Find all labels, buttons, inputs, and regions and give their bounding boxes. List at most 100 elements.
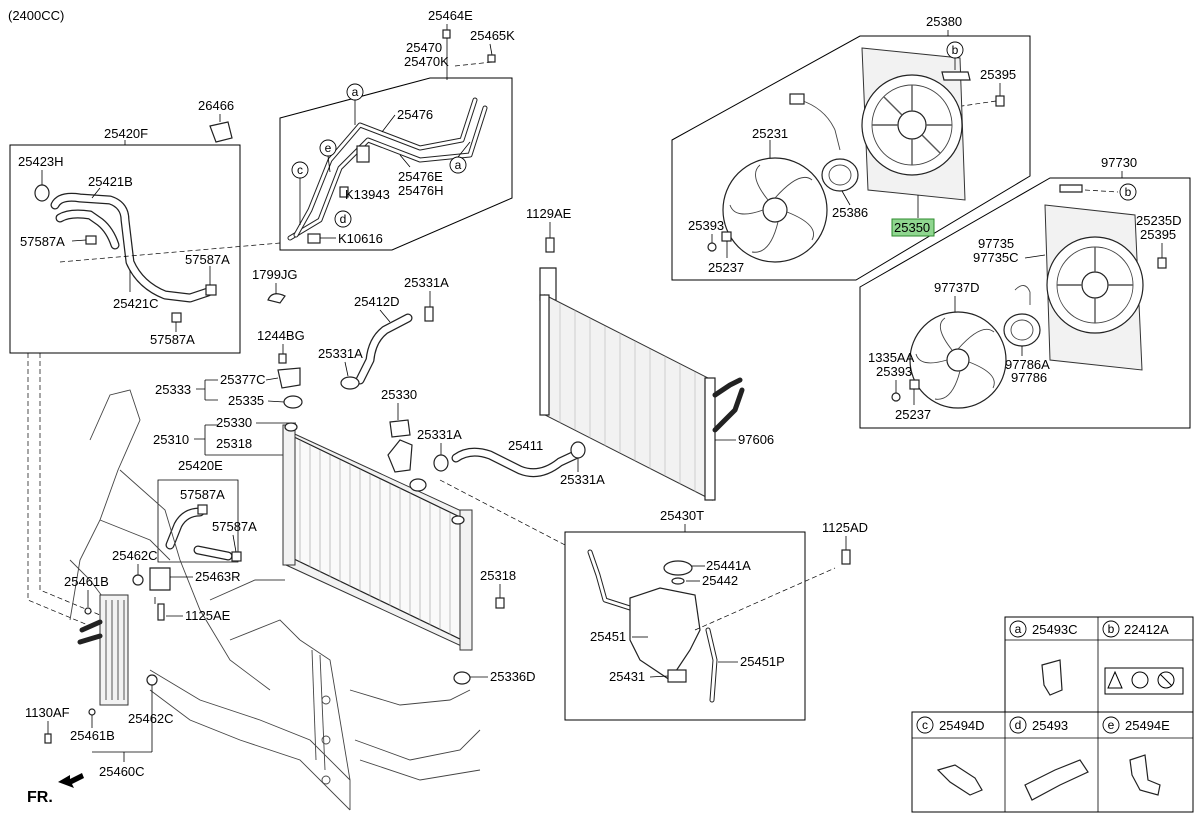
part-label[interactable]: 25462C [112, 548, 158, 563]
part-label[interactable]: 25412D [354, 294, 400, 309]
bolt-1125AD: 1125AD [822, 520, 868, 565]
part-label[interactable]: 25330 [216, 415, 252, 430]
part-label[interactable]: 1244BG [257, 328, 305, 343]
part-label[interactable]: 1335AA [868, 350, 915, 365]
part-label[interactable]: 1125AD [822, 520, 868, 535]
part-label[interactable]: 25330 [381, 387, 417, 402]
part-label[interactable]: 97786A [1005, 357, 1050, 372]
part-label[interactable]: 25393 [688, 218, 724, 233]
highlighted-part-label[interactable]: 25350 [894, 220, 930, 235]
part-label[interactable]: 25421C [113, 296, 159, 311]
part-label[interactable]: 97786 [1011, 370, 1047, 385]
part-label[interactable]: 25333 [155, 382, 191, 397]
part-label[interactable]: 25420E [178, 458, 223, 473]
part-label[interactable]: 97735C [973, 250, 1019, 265]
part-label[interactable]: 97606 [738, 432, 774, 447]
part-label[interactable]: 97737D [934, 280, 980, 295]
part-label[interactable]: 25393 [876, 364, 912, 379]
clip-26466: 26466 [198, 98, 234, 143]
part-label[interactable]: 57587A [150, 332, 195, 347]
warning-label-icon [1104, 667, 1184, 695]
part-label[interactable]: 25335 [228, 393, 264, 408]
part-label[interactable]: 25386 [832, 205, 868, 220]
front-direction-label: FR. [27, 789, 53, 806]
part-label[interactable]: 25237 [895, 407, 931, 422]
part-label[interactable]: 25421B [88, 174, 133, 189]
part-label[interactable]: 1129AE [526, 206, 572, 221]
part-label[interactable]: 57587A [20, 234, 65, 249]
part-label[interactable]: 25476H [398, 183, 444, 198]
part-label[interactable]: 25331A [318, 346, 363, 361]
highlighted-part-box[interactable] [891, 218, 935, 237]
part-label[interactable]: 25331A [560, 472, 605, 487]
part-label[interactable]: 25331A [417, 427, 462, 442]
hose-group-25420F: 25420F 25423H 25421B 57587A 57587A 25421… [9, 126, 241, 354]
part-label[interactable]: 25461B [64, 574, 109, 589]
labels-radiator-mounts: 1799JG 1244BG 25333 25377C 25335 25310 2… [153, 267, 305, 456]
clamp-part [171, 312, 182, 323]
legend-letter: e [1108, 718, 1115, 732]
callout-e: e [325, 141, 332, 155]
legend-letter: b [1108, 622, 1115, 636]
part-label[interactable]: 25463R [195, 569, 241, 584]
part-label[interactable]: 25451 [590, 629, 626, 644]
part-label[interactable]: 25318 [216, 436, 252, 451]
part-label[interactable]: 25237 [708, 260, 744, 275]
part-label[interactable]: 25465K [470, 28, 515, 43]
part-label[interactable]: 25411 [508, 438, 543, 453]
part-label[interactable]: 25470 [406, 40, 442, 55]
part-label[interactable]: 97735 [978, 236, 1014, 251]
part-label[interactable]: 25395 [980, 67, 1016, 82]
condenser-97606: 1129AE 97606 [526, 206, 774, 501]
part-label[interactable]: 25460C [99, 764, 145, 779]
reservoir-group-25430T: 25430T 25441A 25442 25451 25451P 25431 [564, 508, 836, 721]
part-label[interactable]: 26466 [198, 98, 234, 113]
upper-hose-25412D: 25412D 25331A 25331A 25330 [318, 275, 449, 438]
part-label[interactable]: 25461B [70, 728, 115, 743]
part-label[interactable]: 25431 [609, 669, 645, 684]
lower-hose-25411: 25331A 25411 25331A [417, 427, 605, 546]
part-label[interactable]: 25420F [104, 126, 148, 141]
arrow-icon [58, 773, 84, 788]
part-label[interactable]: 25451P [740, 654, 785, 669]
legend-part[interactable]: 25494D [939, 718, 985, 733]
part-label[interactable]: 57587A [180, 487, 225, 502]
part-label[interactable]: 1125AE [185, 608, 231, 623]
front-direction-indicator: FR. [27, 773, 84, 806]
part-label[interactable]: 25476 [397, 107, 433, 122]
legend-part[interactable]: 25494E [1125, 718, 1170, 733]
part-label[interactable]: 25310 [153, 432, 189, 447]
part-label[interactable]: 1130AF [25, 705, 70, 720]
part-label[interactable]: 57587A [185, 252, 230, 267]
part-label[interactable]: 25231 [752, 126, 788, 141]
callout-b: b [1125, 185, 1132, 199]
part-label[interactable]: 25470K [404, 54, 449, 69]
part-label[interactable]: 25395 [1140, 227, 1176, 242]
part-label[interactable]: 25380 [926, 14, 962, 29]
part-label[interactable]: 25430T [660, 508, 704, 523]
part-label[interactable]: 25331A [404, 275, 449, 290]
legend-part[interactable]: 25493 [1032, 718, 1068, 733]
part-label[interactable]: 97730 [1101, 155, 1137, 170]
legend-part[interactable]: 22412A [1124, 622, 1169, 637]
part-label[interactable]: 25423H [18, 154, 64, 169]
part-label[interactable]: 57587A [212, 519, 257, 534]
oil-cooler-25460C: 25462C 25463R 25461B 1125AE 1130AF 25461… [25, 548, 241, 779]
part-label[interactable]: 25442 [702, 573, 738, 588]
part-label[interactable]: 25462C [128, 711, 174, 726]
legend-part[interactable]: 25493C [1032, 622, 1078, 637]
radiator-25310 [282, 422, 473, 651]
part-label[interactable]: K10616 [338, 231, 383, 246]
part-label[interactable]: 25464E [428, 8, 473, 23]
part-label[interactable]: 25441A [706, 558, 751, 573]
part-label[interactable]: K13943 [345, 187, 390, 202]
part-label[interactable]: 25476E [398, 169, 443, 184]
part-label[interactable]: 25235D [1136, 213, 1182, 228]
engine-variant-label: (2400CC) [8, 8, 64, 23]
part-label[interactable]: 25336D [490, 669, 536, 684]
part-label[interactable]: 25318 [480, 568, 516, 583]
callout-a: a [455, 158, 462, 172]
part-label[interactable]: 1799JG [252, 267, 298, 282]
part-label[interactable]: 25377C [220, 372, 266, 387]
